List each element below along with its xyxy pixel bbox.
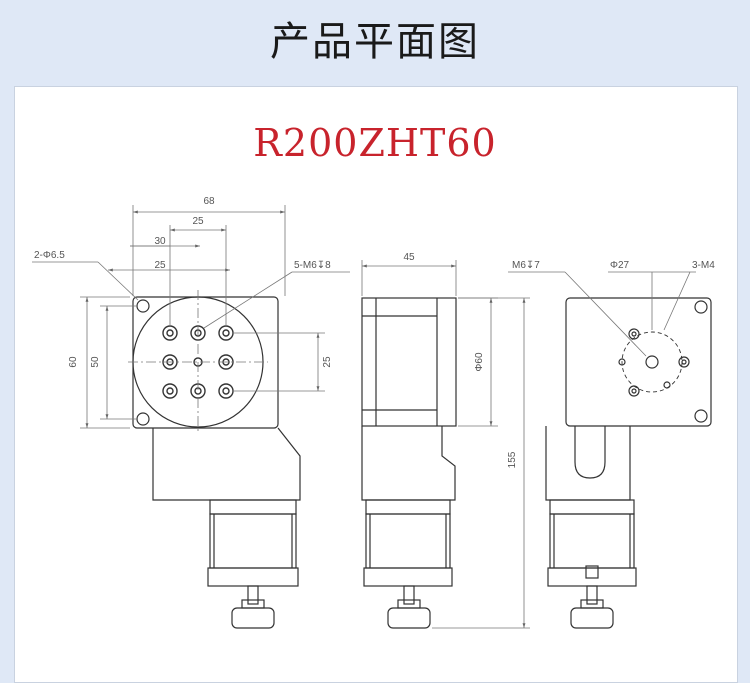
dim-3-m4: 3-M4 xyxy=(692,260,715,271)
dim-68: 68 xyxy=(203,196,215,207)
corner-hole-top-left xyxy=(136,299,150,313)
rear-gearbox xyxy=(545,426,631,501)
side-top-block xyxy=(361,297,457,427)
rear-view xyxy=(545,297,712,629)
rear-plate xyxy=(565,297,712,427)
page-title: 产品平面图 xyxy=(270,19,480,65)
front-plate xyxy=(132,296,279,429)
motor-flange xyxy=(209,499,297,515)
side-view xyxy=(361,297,457,629)
dim-25-small: 25 xyxy=(154,260,166,271)
front-view xyxy=(128,290,301,629)
motor-body xyxy=(209,513,297,569)
side-gearbox xyxy=(361,426,456,501)
dim-2-phi6.5: 2-Φ6.5 xyxy=(34,250,65,261)
knob-shaft xyxy=(247,585,259,605)
side-motor-flange xyxy=(365,499,451,515)
side-knob xyxy=(387,607,431,629)
rear-knob xyxy=(570,607,614,629)
dimension-labels: 68 25 30 25 2-Φ6.5 5-M6↧8 60 50 25 45 Φ6… xyxy=(34,196,715,468)
dim-25-right: 25 xyxy=(322,356,333,368)
dim-5-m6: 5-M6↧8 xyxy=(294,260,331,271)
corner-hole-bottom-left xyxy=(136,412,150,426)
model-title: R200ZHT60 xyxy=(253,121,497,165)
dim-155: 155 xyxy=(507,451,518,468)
dim-m6: M6↧7 xyxy=(512,260,540,271)
dim-phi27: Φ27 xyxy=(610,260,630,271)
side-motor-end xyxy=(363,567,453,587)
dim-45: 45 xyxy=(403,252,415,263)
dim-25-top: 25 xyxy=(192,216,204,227)
side-dimensions xyxy=(361,260,530,629)
motor-end xyxy=(207,567,299,587)
dim-30: 30 xyxy=(154,236,166,247)
rear-motor-body xyxy=(549,513,635,569)
dim-phi60: Φ60 xyxy=(474,352,485,372)
side-motor-body xyxy=(365,513,451,569)
dim-60: 60 xyxy=(68,356,79,368)
dim-50: 50 xyxy=(90,356,101,368)
gearbox-body xyxy=(152,427,301,501)
front-dimensions xyxy=(32,205,350,429)
knob xyxy=(231,607,275,629)
rear-dimensions xyxy=(508,271,696,357)
